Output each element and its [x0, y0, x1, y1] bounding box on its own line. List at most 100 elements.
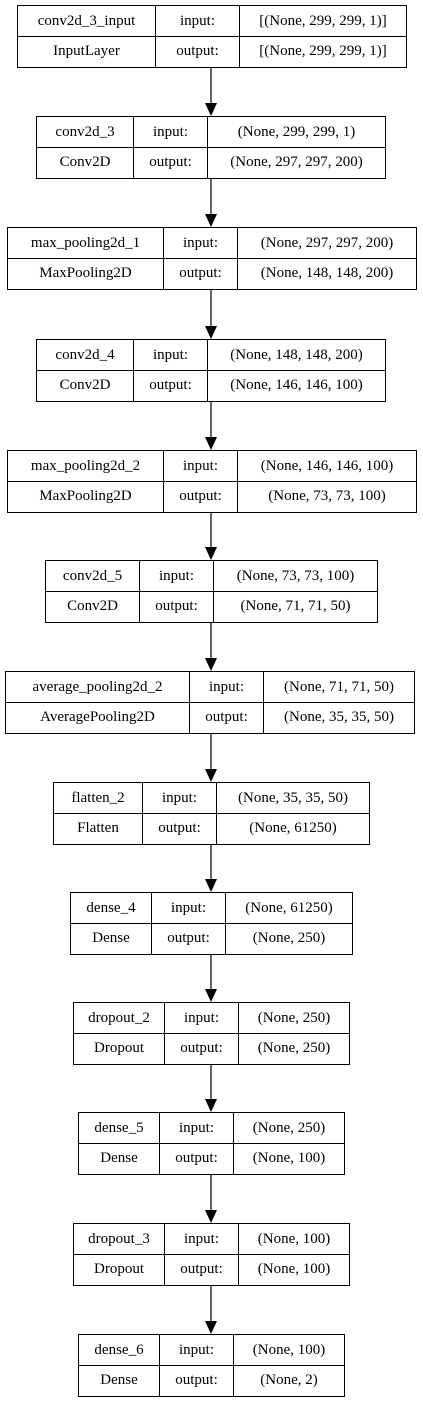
- input-shape: (None, 146, 146, 100): [260, 457, 394, 474]
- layer-type: MaxPooling2D: [39, 265, 132, 282]
- arrowhead: [205, 326, 217, 339]
- output-shape: (None, 297, 297, 200): [230, 154, 363, 171]
- arrowhead: [205, 1210, 217, 1223]
- input-shape: (None, 100): [252, 1341, 326, 1358]
- row-divider: [71, 923, 352, 924]
- output-label: output:: [175, 1150, 218, 1167]
- output-shape: (None, 100): [252, 1150, 326, 1167]
- layer-type: Dense: [100, 1372, 138, 1389]
- arrowhead: [205, 103, 217, 116]
- output-shape: (None, 146, 146, 100): [230, 377, 363, 394]
- arrowhead: [205, 1321, 217, 1334]
- input-label: input:: [158, 567, 194, 584]
- input-shape: (None, 100): [257, 1230, 331, 1247]
- layer-name: dense_6: [94, 1341, 144, 1358]
- output-label: output:: [149, 154, 192, 171]
- arrowhead: [205, 437, 217, 450]
- layer-name: dense_5: [94, 1119, 144, 1136]
- layer-name: average_pooling2d_2: [32, 678, 163, 695]
- layer-type: Dense: [100, 1150, 138, 1167]
- layer-name: dropout_3: [88, 1230, 150, 1247]
- output-shape: [(None, 299, 299, 1)]: [259, 43, 387, 60]
- layer-type: InputLayer: [53, 43, 120, 60]
- output-label: output:: [175, 1372, 218, 1389]
- arrowhead: [205, 658, 217, 671]
- input-shape: (None, 299, 299, 1): [237, 123, 356, 140]
- input-label: input:: [183, 1009, 219, 1026]
- arrowhead: [205, 214, 217, 227]
- input-label: input:: [152, 123, 188, 140]
- layer-type: MaxPooling2D: [39, 488, 132, 505]
- layer-name: max_pooling2d_2: [30, 457, 141, 474]
- input-label: input:: [182, 457, 218, 474]
- row-divider: [8, 258, 416, 259]
- input-shape: (None, 61250): [245, 899, 333, 916]
- arrowhead: [205, 1099, 217, 1112]
- row-divider: [46, 591, 377, 592]
- input-shape: (None, 250): [257, 1009, 331, 1026]
- output-label: output:: [179, 488, 222, 505]
- output-shape: (None, 148, 148, 200): [260, 265, 394, 282]
- output-label: output:: [180, 1040, 223, 1057]
- row-divider: [74, 1033, 349, 1034]
- layer-name: conv2d_3_input: [37, 12, 136, 29]
- layer-type: Conv2D: [59, 154, 111, 171]
- output-label: output:: [167, 930, 210, 947]
- output-shape: (None, 250): [257, 1040, 331, 1057]
- layer-name: conv2d_5: [62, 567, 123, 584]
- output-label: output:: [158, 820, 201, 837]
- row-divider: [79, 1365, 344, 1366]
- input-label: input:: [152, 346, 188, 363]
- output-label: output:: [179, 265, 222, 282]
- row-divider: [8, 481, 416, 482]
- layer-type: Conv2D: [67, 598, 118, 615]
- output-shape: (None, 35, 35, 50): [284, 709, 394, 726]
- row-divider: [74, 1254, 349, 1255]
- input-label: input:: [183, 1230, 219, 1247]
- layer-type: Conv2D: [59, 377, 111, 394]
- arrowhead: [205, 769, 217, 782]
- input-label: input:: [208, 678, 244, 695]
- layer-type: AveragePooling2D: [40, 709, 155, 726]
- row-divider: [79, 1143, 344, 1144]
- layer-name: conv2d_4: [55, 346, 115, 363]
- input-shape: (None, 73, 73, 100): [236, 567, 355, 584]
- input-label: input:: [178, 1341, 214, 1358]
- output-shape: (None, 2): [260, 1372, 318, 1389]
- input-label: input:: [178, 1119, 214, 1136]
- layer-name: dropout_2: [88, 1009, 150, 1026]
- output-shape: (None, 61250): [249, 820, 337, 837]
- input-shape: (None, 148, 148, 200): [230, 346, 363, 363]
- input-label: input:: [182, 234, 218, 251]
- output-shape: (None, 100): [257, 1261, 331, 1278]
- output-shape: (None, 71, 71, 50): [240, 598, 351, 615]
- output-label: output:: [149, 377, 192, 394]
- layer-name: dense_4: [86, 899, 136, 916]
- input-shape: (None, 297, 297, 200): [260, 234, 394, 251]
- layer-name: max_pooling2d_1: [30, 234, 141, 251]
- arrowhead: [205, 879, 217, 892]
- input-shape: [(None, 299, 299, 1)]: [259, 12, 387, 29]
- row-divider: [37, 147, 385, 148]
- layer-type: Flatten: [77, 820, 119, 837]
- arrowhead: [205, 547, 217, 560]
- input-shape: (None, 35, 35, 50): [238, 789, 348, 806]
- output-shape: (None, 250): [252, 930, 326, 947]
- output-shape: (None, 73, 73, 100): [268, 488, 386, 505]
- input-shape: (None, 71, 71, 50): [284, 678, 394, 695]
- layer-name: conv2d_3: [55, 123, 115, 140]
- layer-type: Dense: [92, 930, 130, 947]
- layer-name: flatten_2: [71, 789, 125, 806]
